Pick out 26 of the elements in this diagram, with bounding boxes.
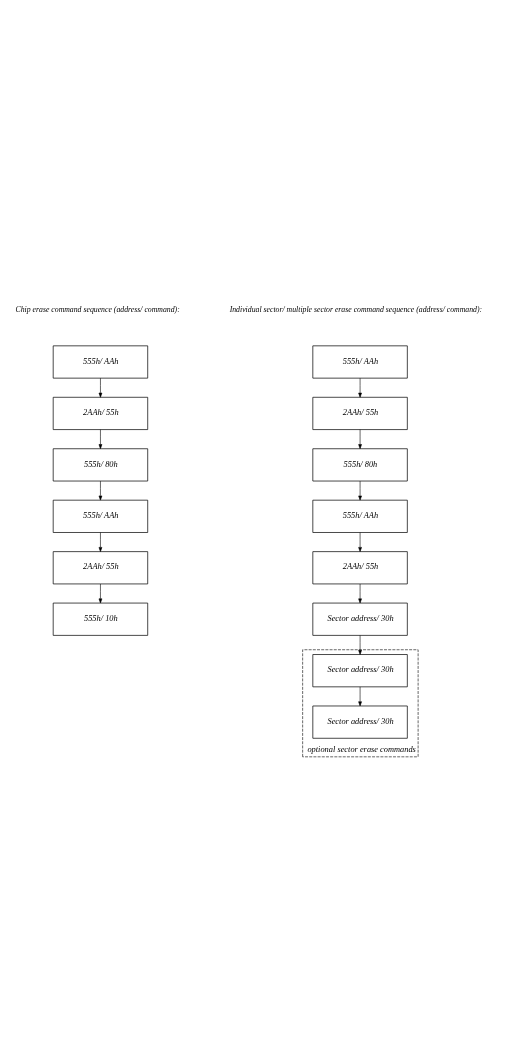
node-box: 555h/ 80h [52,447,149,481]
arrow [98,428,103,449]
arrow [98,583,103,603]
arrow [98,480,103,500]
node-box: 2AAh/ 55h [52,550,149,584]
node-box: 555h/ 10h [52,602,149,636]
arrow [358,634,362,655]
node-box: Sector address/ 30h [312,602,408,636]
arrow [358,686,362,706]
node-box: Sector address/ 30h [312,705,408,739]
node-box: 555h/ AAh [312,344,408,378]
node-box: 555h/ AAh [52,344,149,378]
node-box: 555h/ 80h [312,447,408,481]
arrow [358,531,362,552]
node-box: 2AAh/ 55h [312,396,408,430]
arrow [358,377,362,398]
arrow [98,377,103,398]
arrow [358,428,362,449]
node-box: 2AAh/ 55h [52,396,149,430]
node-box: Sector address/ 30h [312,653,408,687]
arrow [358,480,362,500]
arrow [358,583,362,603]
node-box: 2AAh/ 55h [312,550,408,584]
arrow [98,531,103,552]
node-box: 555h/ AAh [52,499,149,533]
node-box: 555h/ AAh [312,499,408,533]
